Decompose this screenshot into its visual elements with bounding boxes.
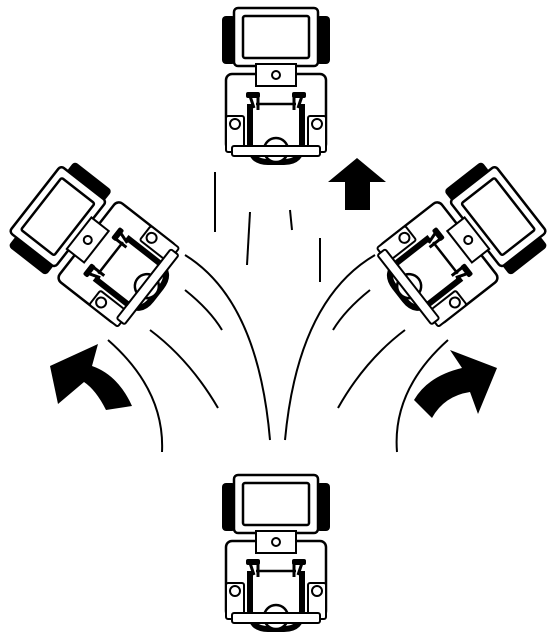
- right-turn-mower: [366, 156, 553, 336]
- left-turn-tracks: [107, 254, 271, 453]
- curved-arrow-right-icon: [414, 350, 497, 418]
- forward-travel-lines: [214, 172, 321, 282]
- start-mower: [222, 475, 330, 629]
- left-turn-mower: [2, 156, 190, 336]
- right-turn-tracks: [284, 254, 449, 453]
- curved-arrow-left-icon: [50, 344, 132, 410]
- forward-mower: [222, 8, 330, 162]
- up-arrow-icon: [328, 158, 386, 210]
